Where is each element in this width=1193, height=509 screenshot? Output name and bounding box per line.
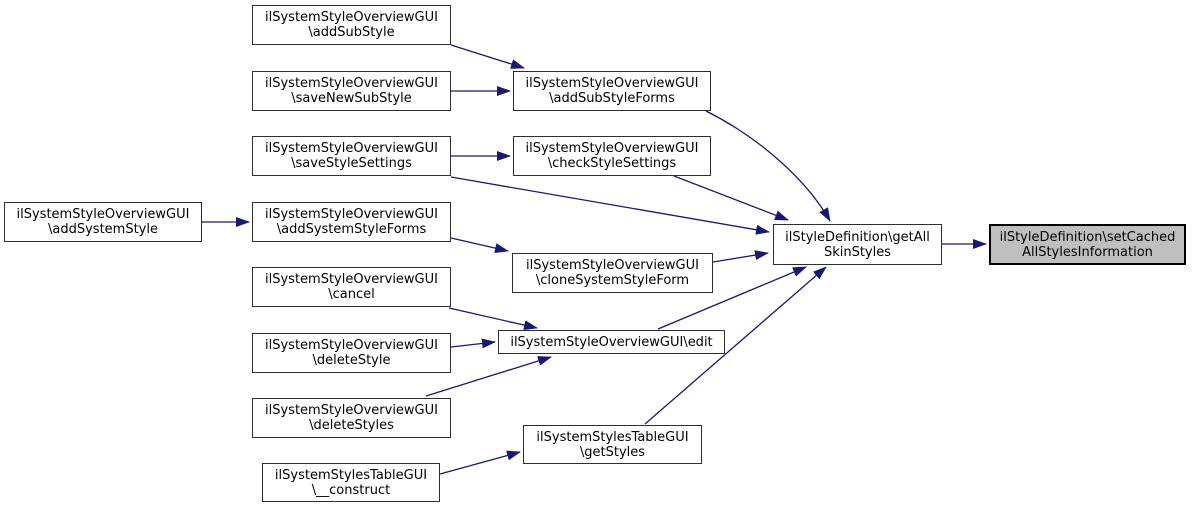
node-label: ilSystemStyleOverviewGUI \deleteStyles [265, 403, 438, 433]
node-label: ilSystemStyleOverviewGUI \deleteStyle [265, 338, 438, 368]
edge-construct-to-getStyles [439, 450, 521, 475]
node-saveNewSubStyle[interactable]: ilSystemStyleOverviewGUI \saveNewSubStyl… [252, 71, 451, 111]
node-label: ilSystemStyleOverviewGUI \cloneSystemSty… [526, 258, 699, 288]
node-label: ilSystemStyleOverviewGUI \checkStyleSett… [525, 141, 699, 171]
node-label: ilStyleDefinition\setCached AllStylesInf… [999, 229, 1176, 260]
node-addSystemStyleForms[interactable]: ilSystemStyleOverviewGUI \addSystemStyle… [252, 202, 451, 242]
node-setCachedAllStylesInformation: ilStyleDefinition\setCached AllStylesInf… [989, 224, 1186, 265]
node-label: ilSystemStylesTableGUI \getStyles [536, 429, 689, 460]
node-construct[interactable]: ilSystemStylesTableGUI \__construct [262, 463, 440, 502]
node-label: ilStyleDefinition\getAll SkinStyles [785, 229, 930, 260]
edge-deleteStyle-to-edit [450, 338, 496, 349]
node-label: ilSystemStyleOverviewGUI \addSubStyleFor… [525, 76, 699, 106]
node-addSubStyle[interactable]: ilSystemStyleOverviewGUI \addSubStyle [252, 5, 451, 45]
edge-saveStyleSettings-to-getAllSkinStyles [450, 176, 770, 235]
node-getAllSkinStyles[interactable]: ilStyleDefinition\getAll SkinStyles [773, 224, 942, 265]
edge-addSubStyle-to-addSubStyleForms [450, 44, 525, 69]
node-deleteStyle[interactable]: ilSystemStyleOverviewGUI \deleteStyle [252, 333, 451, 373]
node-addSubStyleForms[interactable]: ilSystemStyleOverviewGUI \addSubStyleFor… [513, 71, 711, 111]
node-deleteStyles[interactable]: ilSystemStyleOverviewGUI \deleteStyles [252, 398, 451, 438]
node-label: ilSystemStylesTableGUI \__construct [274, 467, 428, 498]
node-cloneSystemStyleForm[interactable]: ilSystemStyleOverviewGUI \cloneSystemSty… [512, 253, 713, 293]
node-label: ilSystemStyleOverviewGUI \cancel [265, 272, 438, 302]
node-label: ilSystemStyleOverviewGUI \addSubStyle [265, 10, 438, 40]
edge-addSubStyleForms-to-getAllSkinStyles [705, 110, 831, 222]
edge-checkStyleSettings-to-getAllSkinStyles [673, 175, 789, 221]
node-addSystemStyle[interactable]: ilSystemStyleOverviewGUI \addSystemStyle [4, 202, 202, 242]
node-label: ilSystemStyleOverviewGUI\edit [510, 334, 713, 350]
node-edit[interactable]: ilSystemStyleOverviewGUI\edit [498, 330, 725, 354]
node-label: ilSystemStyleOverviewGUI \addSystemStyle… [265, 207, 438, 237]
edge-addSystemStyleForms-to-cloneSystemStyleForm [450, 237, 509, 253]
node-saveStyleSettings[interactable]: ilSystemStyleOverviewGUI \saveStyleSetti… [252, 136, 451, 176]
node-label: ilSystemStyleOverviewGUI \saveStyleSetti… [265, 141, 438, 171]
node-label: ilSystemStyleOverviewGUI \saveNewSubStyl… [265, 76, 438, 106]
node-cancel[interactable]: ilSystemStyleOverviewGUI \cancel [252, 267, 451, 307]
edge-cloneSystemStyleForm-to-getAllSkinStyles [712, 250, 769, 263]
node-getStyles[interactable]: ilSystemStylesTableGUI \getStyles [523, 425, 702, 464]
node-label: ilSystemStyleOverviewGUI \addSystemStyle [16, 207, 190, 237]
edge-cancel-to-edit [448, 307, 538, 330]
node-checkStyleSettings[interactable]: ilSystemStyleOverviewGUI \checkStyleSett… [513, 136, 711, 176]
